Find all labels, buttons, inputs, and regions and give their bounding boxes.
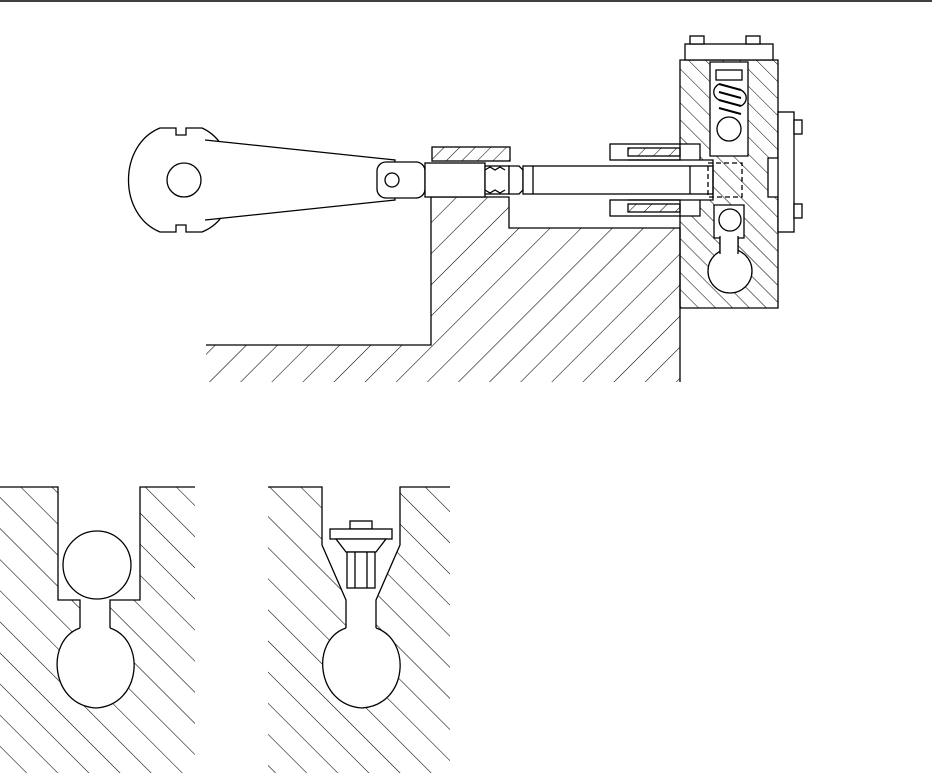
plunger	[523, 163, 742, 197]
poppet-valve-detail	[268, 487, 450, 773]
frame-base	[206, 197, 680, 382]
valve-ball	[63, 531, 131, 599]
ball-valve-detail	[0, 487, 195, 773]
valve-spring	[714, 70, 747, 114]
guide-block	[432, 147, 510, 161]
side-cover	[778, 112, 802, 232]
pump-assembly-view	[129, 36, 803, 382]
lower-ball-valve	[719, 209, 741, 231]
poppet-valve	[330, 521, 392, 588]
cover-plate	[685, 36, 773, 60]
upper-ball-valve	[717, 117, 741, 141]
